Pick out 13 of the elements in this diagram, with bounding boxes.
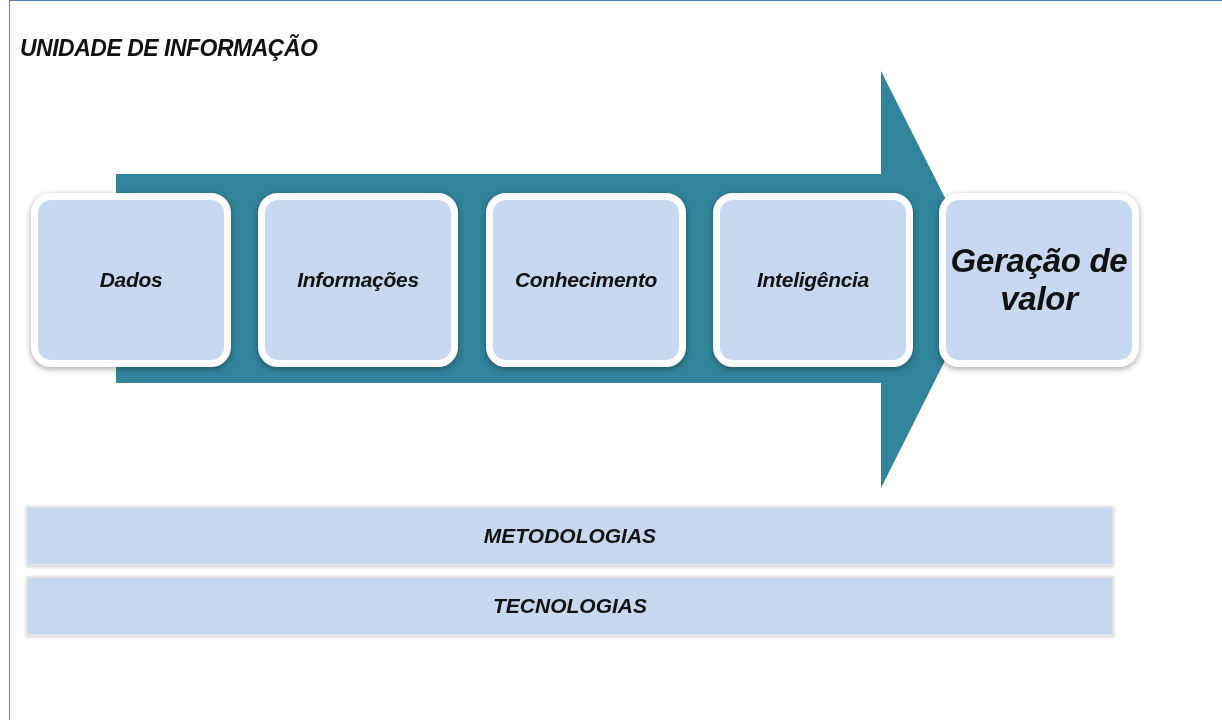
stage-box	[486, 193, 686, 367]
stage-box	[258, 193, 458, 367]
foundation-band	[26, 576, 1114, 636]
stage-label: Informações	[296, 267, 420, 293]
stage-box	[713, 193, 913, 367]
band-label: TECNOLOGIAS	[493, 594, 647, 618]
stage-label: Inteligência	[756, 267, 870, 293]
band-label: METODOLOGIAS	[483, 524, 657, 548]
diagram-title: UNIDADE DE INFORMAÇÃO	[20, 35, 318, 62]
stage-label: Conhecimento	[513, 267, 659, 293]
foundation-band	[26, 506, 1114, 566]
stage-label: Geração de valor	[949, 242, 1129, 318]
stage-label: Dados	[98, 267, 164, 293]
